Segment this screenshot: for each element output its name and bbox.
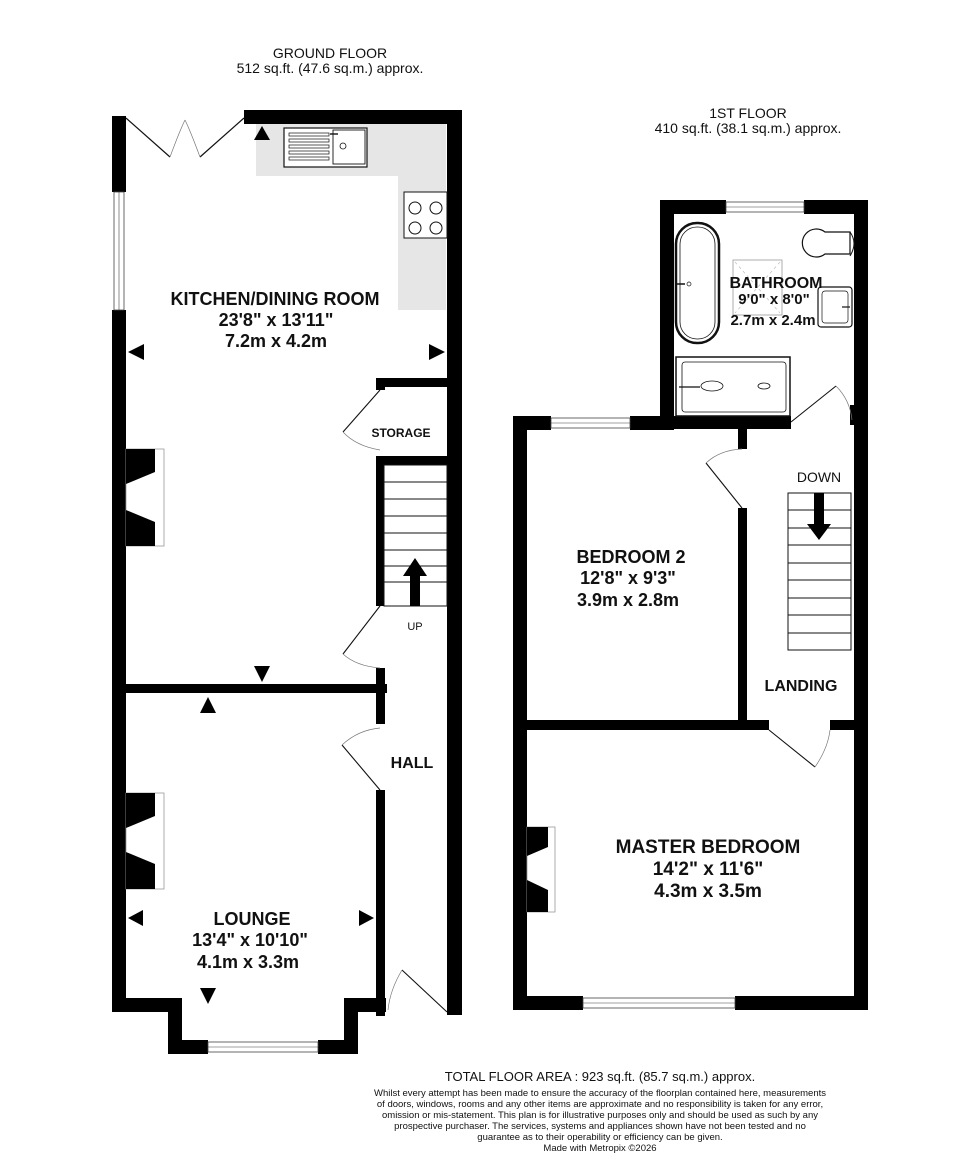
french-doors <box>125 117 245 158</box>
floorplan-footer: TOTAL FLOOR AREA : 923 sq.ft. (85.7 sq.m… <box>372 1069 828 1154</box>
total-floor-area: TOTAL FLOOR AREA : 923 sq.ft. (85.7 sq.m… <box>444 1069 756 1084</box>
master-chimney-breast <box>526 826 556 913</box>
kitchen-sink <box>283 127 368 168</box>
lounge-imperial: 13'4" x 10'10" <box>192 930 308 950</box>
ground-floor-doors <box>341 389 448 1013</box>
disclaimer-text: Whilst every attempt has been made to en… <box>373 1088 827 1143</box>
ground-floor-walls <box>112 110 462 1054</box>
lounge-name: LOUNGE <box>213 909 290 929</box>
ground-floor-title: GROUND FLOOR <box>272 45 388 61</box>
lounge-metric: 4.1m x 3.3m <box>197 952 299 972</box>
stairs-down-arrow-icon <box>807 493 831 540</box>
stairs-up-label: UP <box>407 621 422 633</box>
ground-floor-measure-arrows <box>128 126 445 1004</box>
lounge-chimney-breast <box>125 792 165 890</box>
first-floor-walls <box>513 200 868 1010</box>
first-floor-title: 1ST FLOOR <box>709 105 787 121</box>
bathtub <box>674 221 721 345</box>
kitchen-name: KITCHEN/DINING ROOM <box>171 289 380 309</box>
bathroom-metric: 2.7m x 2.4m <box>730 312 815 329</box>
ground-floor-heading: GROUND FLOOR 512 sq.ft. (47.6 sq.m.) app… <box>180 46 480 76</box>
ground-floor-plan: KITCHEN/DINING ROOM 23'8" x 13'11" 7.2m … <box>112 110 462 1054</box>
master-bedroom-name: MASTER BEDROOM <box>616 837 801 858</box>
first-floor-windows <box>550 201 805 1009</box>
kitchen-hob <box>403 191 448 239</box>
storage-name: STORAGE <box>371 426 430 440</box>
ground-floor-windows <box>113 191 319 1053</box>
master-bedroom-metric: 4.3m x 3.5m <box>654 881 762 902</box>
bathroom-name: BATHROOM <box>729 275 822 292</box>
hall-name: HALL <box>391 755 434 772</box>
kitchen-metric: 7.2m x 4.2m <box>225 331 327 351</box>
ground-floor-stairs[interactable] <box>383 464 448 607</box>
master-bedroom-imperial: 14'2" x 11'6" <box>653 859 764 880</box>
first-floor-stairs[interactable] <box>787 492 852 651</box>
kitchen-chimney-breast <box>125 448 165 547</box>
first-floor-heading: 1ST FLOOR 410 sq.ft. (38.1 sq.m.) approx… <box>598 106 898 136</box>
wash-basin <box>817 286 853 328</box>
first-floor-doors <box>705 385 853 768</box>
made-with-credit: Made with Metropix ©2026 <box>543 1143 657 1154</box>
toilet <box>801 228 855 258</box>
first-floor-plan: BATHROOM 9'0" x 8'0" 2.7m x 2.4m BEDROOM… <box>513 200 868 1010</box>
first-floor-area: 410 sq.ft. (38.1 sq.m.) approx. <box>654 120 842 136</box>
bedroom2-name: BEDROOM 2 <box>576 547 685 567</box>
stairs-up-arrow-icon <box>403 558 427 606</box>
bathroom-imperial: 9'0" x 8'0" <box>738 291 809 308</box>
kitchen-imperial: 23'8" x 13'11" <box>219 310 334 330</box>
ground-floor-area: 512 sq.ft. (47.6 sq.m.) approx. <box>236 60 424 76</box>
kitchen-counter <box>256 124 446 310</box>
shower-tray <box>675 356 791 417</box>
landing-name: LANDING <box>765 678 838 695</box>
shower-drain-area <box>732 259 783 316</box>
bedroom2-imperial: 12'8" x 9'3" <box>580 568 676 588</box>
stairs-down-label: DOWN <box>797 469 841 485</box>
bedroom2-metric: 3.9m x 2.8m <box>577 590 679 610</box>
